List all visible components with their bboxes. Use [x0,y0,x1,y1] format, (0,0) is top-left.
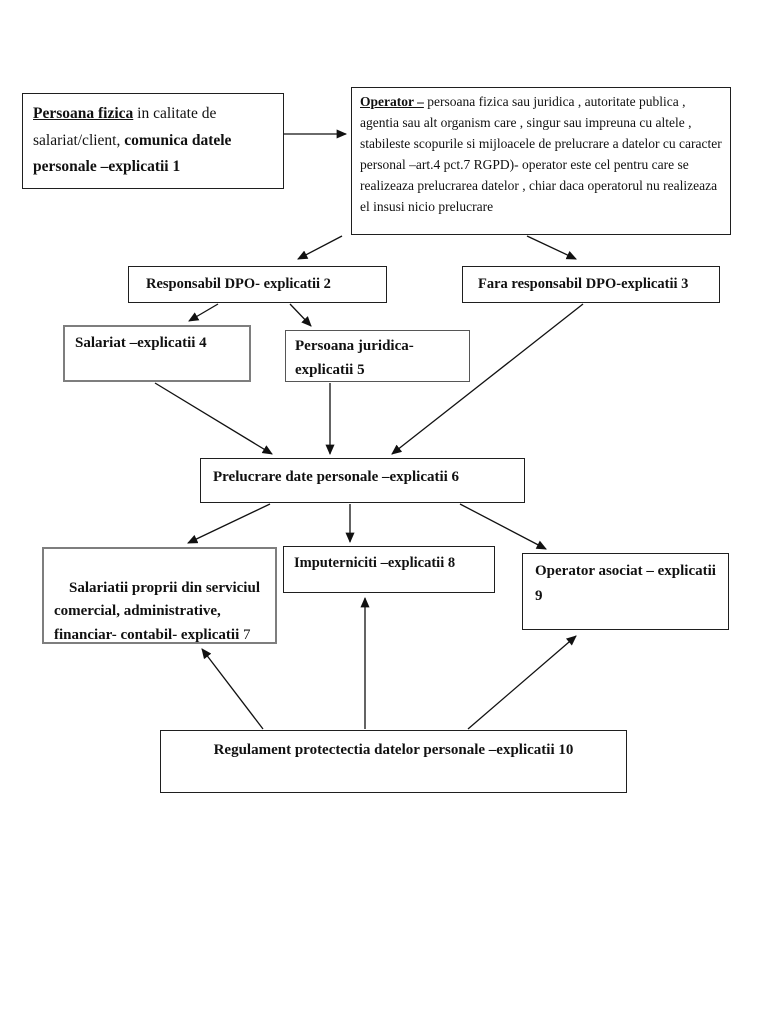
box-operator: Operator – persoana fizica sau juridica … [351,87,731,235]
arrow-operator-to-responsabil_dpo [297,235,343,260]
arrow-prelucrare-to-salariatii_proprii [187,503,271,544]
responsabil-dpo-label: Responsabil DPO- explicatii 2 [146,275,331,292]
arrow-salariat-to-prelucrare [154,382,273,455]
regulament-label: Regulament protectectia datelor personal… [213,742,574,758]
box-salariat: Salariat –explicatii 4 [63,325,251,382]
prelucrare-label: Prelucrare date personale –explicatii 6 [213,469,460,485]
box-prelucrare-date: Prelucrare date personale –explicatii 6 [200,458,525,503]
arrow-regulament-to-operator_asociat [467,635,577,730]
box-persoana-juridica: Persoana juridica- explicatii 5 [285,330,470,382]
box-salariatii-proprii: Salariatii proprii din serviciul comerci… [42,547,277,644]
persoana-juridica-label: Persoana juridica- explicatii 5 [295,338,414,378]
arrow-operator-to-fara_responsabil_dpo [526,235,577,260]
salariat-label: Salariat –explicatii 4 [75,335,207,351]
operator-body: persoana fizica sau juridica , autoritat… [360,94,722,214]
box-responsabil-dpo: Responsabil DPO- explicatii 2 [128,266,387,303]
box-fara-responsabil-dpo: Fara responsabil DPO-explicatii 3 [462,266,720,303]
salariatii-proprii-num: 7 [243,627,251,644]
imputerniciti-label: Imputerniciti –explicatii 8 [294,555,456,571]
box-imputerniciti: Imputerniciti –explicatii 8 [283,546,495,593]
fara-responsabil-dpo-label: Fara responsabil DPO-explicatii 3 [478,275,689,292]
arrow-responsabil_dpo-to-salariat [188,303,219,322]
arrow-regulament-to-salariatii_proprii [201,648,264,730]
box-persoana-fizica: Persoana fizica in calitate de salariat/… [22,93,284,189]
arrow-responsabil_dpo-to-persoana_juridica [289,303,312,327]
arrow-prelucrare-to-operator_asociat [459,503,547,550]
operator-title: Operator – [360,94,424,109]
persoana-fizica-mid: in calitate de salariat/client, [33,105,217,149]
box-operator-asociat: Operator asociat – explicatii 9 [522,553,729,630]
salariatii-proprii-label: Salariatii proprii din serviciul comerci… [54,579,268,644]
box-regulament: Regulament protectectia datelor personal… [160,730,627,793]
persoana-fizica-title: Persoana fizica [33,105,134,122]
operator-asociat-label: Operator asociat – explicatii 9 [535,563,716,604]
persoana-fizica-bold-rest: comunica datele personale –explicatii 1 [33,131,232,176]
